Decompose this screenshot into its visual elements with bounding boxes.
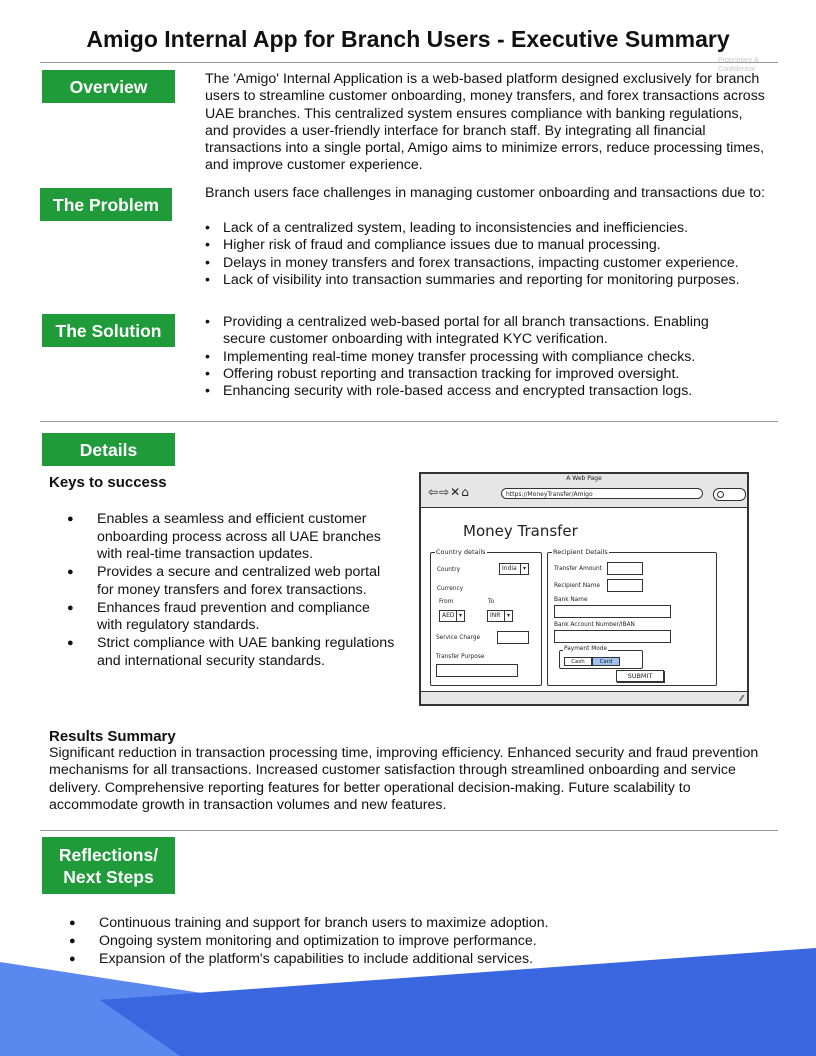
bank-name-label: Bank Name xyxy=(554,597,588,603)
solution-tag: The Solution xyxy=(42,314,175,347)
wave-light xyxy=(0,962,816,1056)
keys-item: Enhances fraud prevention and compliance… xyxy=(49,600,399,635)
window-title: A Web Page xyxy=(566,475,602,482)
service-charge-label: Service Charge xyxy=(436,635,481,641)
keys-heading: Keys to success xyxy=(49,474,167,491)
country-select: India▾ xyxy=(499,563,529,575)
resize-grip-icon: ⁄⁄ xyxy=(740,694,743,703)
solution-item: Offering robust reporting and transactio… xyxy=(205,366,735,384)
chevron-down-icon: ▾ xyxy=(520,564,528,574)
chevron-down-icon: ▾ xyxy=(504,611,512,621)
country-details-legend: Country details xyxy=(435,548,487,556)
results-heading: Results Summary xyxy=(49,728,176,745)
country-label: Country xyxy=(437,567,461,573)
url-bar: https://MoneyTransfer/Amigo xyxy=(501,488,703,499)
chevron-down-icon: ▾ xyxy=(456,611,464,621)
recipient-name-input xyxy=(607,579,643,592)
divider xyxy=(40,421,778,422)
transfer-purpose-label: Transfer Purpose xyxy=(436,654,485,660)
reflections-tag: Reflections/ Next Steps xyxy=(42,837,175,894)
browser-toolbar: A Web Page ⇦⇨✕⌂ https://MoneyTransfer/Am… xyxy=(421,474,747,508)
recipient-details-group: Recipient Details Transfer Amount Recipi… xyxy=(547,548,717,686)
solution-item: Implementing real-time money transfer pr… xyxy=(205,349,735,367)
currency-label: Currency xyxy=(437,586,464,592)
transfer-amount-input xyxy=(607,562,643,575)
solution-list: Providing a centralized web-based portal… xyxy=(205,314,735,401)
mockup-heading: Money Transfer xyxy=(463,522,578,540)
cash-toggle: Cash xyxy=(564,657,592,666)
recipient-details-legend: Recipient Details xyxy=(552,548,609,556)
payment-mode-group: Payment Mode Cash Card xyxy=(559,646,643,669)
page-title: Amigo Internal App for Branch Users - Ex… xyxy=(86,26,730,52)
back-arrow-icon: ⇦ xyxy=(428,485,440,499)
recipient-name-label: Recipient Name xyxy=(554,583,600,589)
money-transfer-mockup: A Web Page ⇦⇨✕⌂ https://MoneyTransfer/Am… xyxy=(419,472,749,706)
overview-tag: Overview xyxy=(42,70,175,103)
reflections-tag-line2: Next Steps xyxy=(63,866,154,887)
reflections-item: Continuous training and support for bran… xyxy=(51,914,751,932)
solution-item: Enhancing security with role-based acces… xyxy=(205,383,735,401)
from-label: From xyxy=(439,599,454,605)
submit-button: SUBMIT xyxy=(616,670,664,682)
reflections-list: Continuous training and support for bran… xyxy=(51,914,751,968)
transfer-amount-label: Transfer Amount xyxy=(554,566,602,572)
search-icon xyxy=(713,488,746,501)
problem-item: Delays in money transfers and forex tran… xyxy=(205,255,780,273)
card-toggle: Card xyxy=(592,657,620,666)
nav-icons: ⇦⇨✕⌂ xyxy=(428,485,470,499)
reflections-item: Expansion of the platform's capabilities… xyxy=(51,950,751,968)
problem-item: Lack of visibility into transaction summ… xyxy=(205,272,780,290)
problem-list: Lack of a centralized system, leading to… xyxy=(205,220,780,289)
service-charge-input xyxy=(497,631,529,644)
details-tag: Details xyxy=(42,433,175,466)
divider xyxy=(40,830,778,831)
home-icon: ⌂ xyxy=(461,485,470,499)
bank-account-input xyxy=(554,630,671,643)
overview-text: The 'Amigo' Internal Application is a we… xyxy=(205,71,765,174)
results-text: Significant reduction in transaction pro… xyxy=(49,745,759,813)
confidential-watermark: Proprietary & Confidential xyxy=(718,57,759,73)
payment-mode-legend: Payment Mode xyxy=(563,646,609,652)
forward-arrow-icon: ⇨ xyxy=(439,485,451,499)
reflections-tag-line1: Reflections/ xyxy=(58,844,159,865)
keys-item: Strict compliance with UAE banking regul… xyxy=(49,635,399,670)
problem-tag: The Problem xyxy=(40,188,172,221)
transfer-purpose-input xyxy=(436,664,518,677)
problem-intro: Branch users face challenges in managing… xyxy=(205,185,765,201)
close-icon: ✕ xyxy=(450,485,462,499)
keys-item: Provides a secure and centralized web po… xyxy=(49,564,399,599)
problem-item: Higher risk of fraud and compliance issu… xyxy=(205,237,780,255)
reflections-item: Ongoing system monitoring and optimizati… xyxy=(51,932,751,950)
solution-item: Providing a centralized web-based portal… xyxy=(205,314,735,349)
keys-item: Enables a seamless and efficient custome… xyxy=(49,511,399,564)
problem-item: Lack of a centralized system, leading to… xyxy=(205,220,780,238)
browser-statusbar: ⁄⁄ xyxy=(421,691,747,704)
from-select: AED▾ xyxy=(439,610,465,622)
to-label: To xyxy=(488,599,495,605)
divider xyxy=(40,62,778,63)
bank-account-label: Bank Account Number/IBAN xyxy=(554,622,635,628)
keys-list: Enables a seamless and efficient custome… xyxy=(49,511,399,670)
to-select: INR▾ xyxy=(487,610,513,622)
country-details-group: Country details Country India▾ Currency … xyxy=(430,548,542,686)
bank-name-input xyxy=(554,605,671,618)
